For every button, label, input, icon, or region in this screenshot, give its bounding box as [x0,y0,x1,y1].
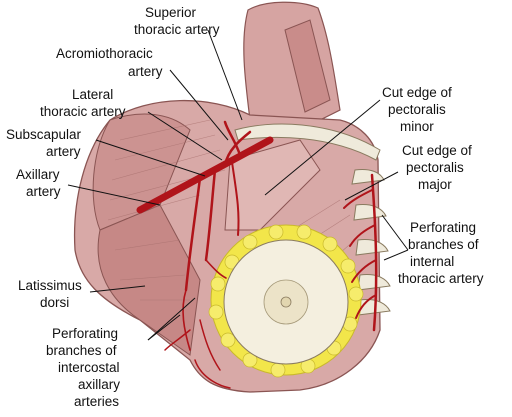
label-latissimus-dorsi: Latissimus dorsi [18,278,86,310]
label-cut-edge-pectoralis-major: Cut edge of pectoralis major [402,143,476,192]
artery-branches [164,120,252,389]
label-perforating-internal-thoracic: Perforating branches of internal thoraci… [398,220,484,286]
axillary-artery [136,136,274,214]
label-perforating-intercostal: Perforating branches of intercostal axil… [46,326,124,409]
label-cut-edge-pectoralis-minor: Cut edge of pectoralis minor [382,85,456,134]
fat-lobules [208,224,364,378]
label-subscapular-artery: Subscapular artery [6,127,85,159]
label-lateral-thoracic-artery: Lateral thoracic artery [40,87,126,119]
neck-muscles [243,1,341,131]
sternocleidomastoid [284,19,331,113]
label-superior-thoracic-artery: Superior thoracic artery [134,5,220,37]
pectoralis-minor-cut [224,139,321,231]
internal-thoracic-perforators [343,173,378,332]
label-acromiothoracic-artery: Acromiothoracic artery [56,46,163,79]
ribs [351,169,391,316]
leader-lines [67,29,409,341]
label-axillary-artery: Axillary artery [16,167,63,199]
nipple [280,296,292,308]
latissimus-dorsi-muscle [97,204,201,356]
